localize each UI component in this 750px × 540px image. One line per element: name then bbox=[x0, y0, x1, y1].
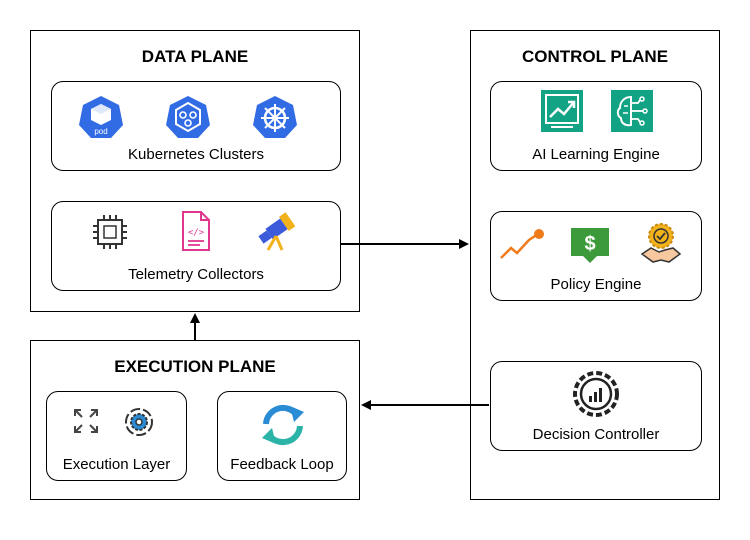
trend-up-icon bbox=[499, 226, 545, 267]
telemetry-collectors-card: </> Telemetry Collectors bbox=[51, 201, 341, 291]
kubernetes-helm-icon bbox=[252, 94, 298, 145]
kubernetes-clusters-label: Kubernetes Clusters bbox=[128, 146, 264, 163]
telescope-icon bbox=[254, 208, 298, 257]
expand-icon bbox=[73, 408, 99, 439]
execution-plane: EXECUTION PLANE Execution Layer bbox=[30, 340, 360, 500]
execution-layer-label: Execution Layer bbox=[62, 456, 171, 473]
refresh-arrows-icon bbox=[258, 402, 308, 453]
decision-controller-label: Decision Controller bbox=[532, 426, 660, 443]
policy-engine-card: $ Policy Engine bbox=[490, 211, 702, 301]
kubernetes-node-icon bbox=[165, 94, 211, 145]
svg-text:</>: </> bbox=[188, 228, 205, 238]
kubernetes-clusters-card: pod bbox=[51, 81, 341, 171]
cpu-chip-icon bbox=[90, 212, 130, 257]
ai-brain-icon bbox=[611, 90, 653, 137]
decision-controller-card: Decision Controller bbox=[490, 361, 702, 451]
svg-text:$: $ bbox=[584, 233, 595, 255]
pod-icon-text: pod bbox=[94, 127, 107, 136]
ai-learning-engine-card: AI Learning Engine bbox=[490, 81, 702, 171]
control-plane: CONTROL PLANE bbox=[470, 30, 720, 500]
data-plane-title: DATA PLANE bbox=[141, 47, 249, 66]
policy-engine-label: Policy Engine bbox=[550, 276, 642, 293]
control-plane-title: CONTROL PLANE bbox=[521, 47, 669, 66]
ai-learning-engine-label: AI Learning Engine bbox=[532, 146, 660, 163]
execution-layer-card: Execution Layer bbox=[46, 391, 187, 481]
code-file-icon: </> bbox=[176, 210, 216, 257]
feedback-loop-label: Feedback Loop bbox=[230, 456, 334, 473]
handshake-badge-icon bbox=[639, 220, 683, 271]
gear-sync-icon bbox=[123, 406, 155, 443]
pod-icon: pod bbox=[78, 94, 124, 145]
feedback-loop-card: Feedback Loop bbox=[217, 391, 347, 481]
gear-chart-icon bbox=[572, 370, 620, 423]
dollar-icon: $ bbox=[569, 226, 611, 269]
execution-plane-title: EXECUTION PLANE bbox=[114, 357, 276, 376]
telemetry-collectors-label: Telemetry Collectors bbox=[128, 266, 264, 283]
data-plane: DATA PLANE pod bbox=[30, 30, 360, 312]
growth-chart-icon bbox=[541, 90, 583, 137]
